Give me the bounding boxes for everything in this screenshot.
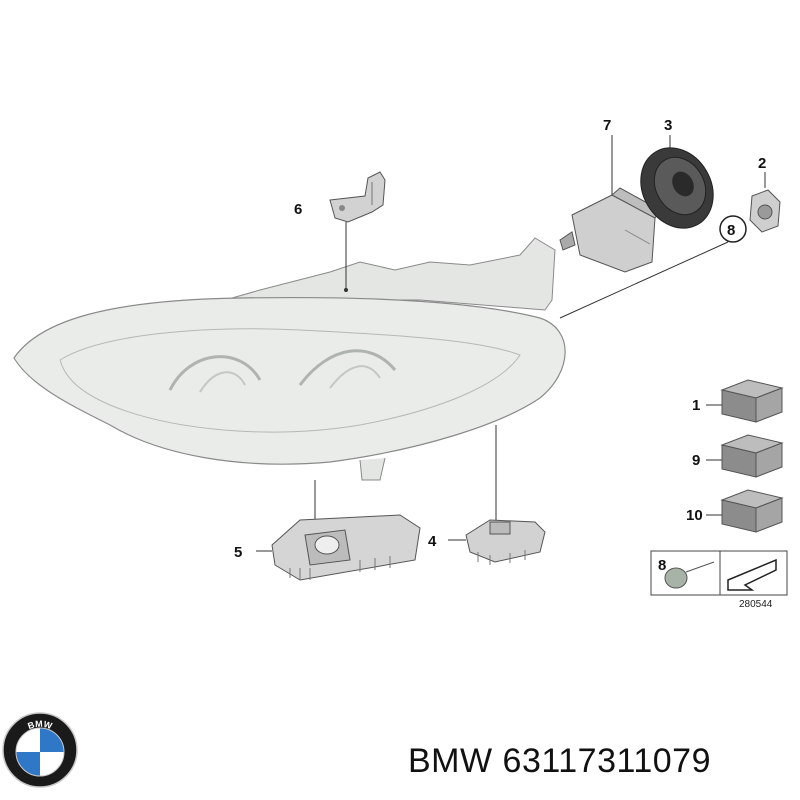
- headlight-housing: [13, 237, 566, 481]
- leader-dot: [344, 288, 348, 292]
- part-6-bracket: [329, 171, 386, 223]
- part-caption: BMW 63117311079: [408, 742, 711, 781]
- bulb-icon: [664, 567, 688, 589]
- brand-name: BMW: [408, 742, 493, 780]
- callout-8: 8: [727, 222, 735, 239]
- part-2-socket: [749, 189, 781, 233]
- box-part-9: [720, 434, 784, 478]
- part-number: 63117311079: [502, 742, 712, 780]
- bmw-logo: BMW: [2, 712, 78, 788]
- legend-panel: [650, 550, 788, 596]
- callout-4: 4: [428, 533, 437, 550]
- legend-callout-8: 8: [658, 557, 666, 574]
- part-7-module: [559, 187, 661, 273]
- reference-number: 280544: [739, 599, 773, 610]
- callout-8-circle: [719, 215, 747, 243]
- leader-lines: [256, 135, 766, 552]
- callout-2: 2: [758, 155, 766, 172]
- box-part-10: [720, 489, 784, 533]
- logo-text: BMW: [26, 719, 53, 731]
- callout-10: 10: [686, 507, 703, 524]
- svg-text:BMW: BMW: [26, 719, 53, 731]
- callout-5: 5: [234, 544, 242, 561]
- callout-6: 6: [294, 201, 302, 218]
- part-5-control-unit: [271, 514, 421, 581]
- callout-1: 1: [692, 397, 700, 414]
- arrow-icon: [727, 558, 777, 591]
- callout-3: 3: [664, 117, 672, 134]
- callout-9: 9: [692, 452, 700, 469]
- box-part-1: [720, 379, 784, 423]
- part-3-cover: [640, 147, 714, 229]
- part-4-driver-module: [465, 519, 546, 565]
- callout-7: 7: [603, 117, 611, 134]
